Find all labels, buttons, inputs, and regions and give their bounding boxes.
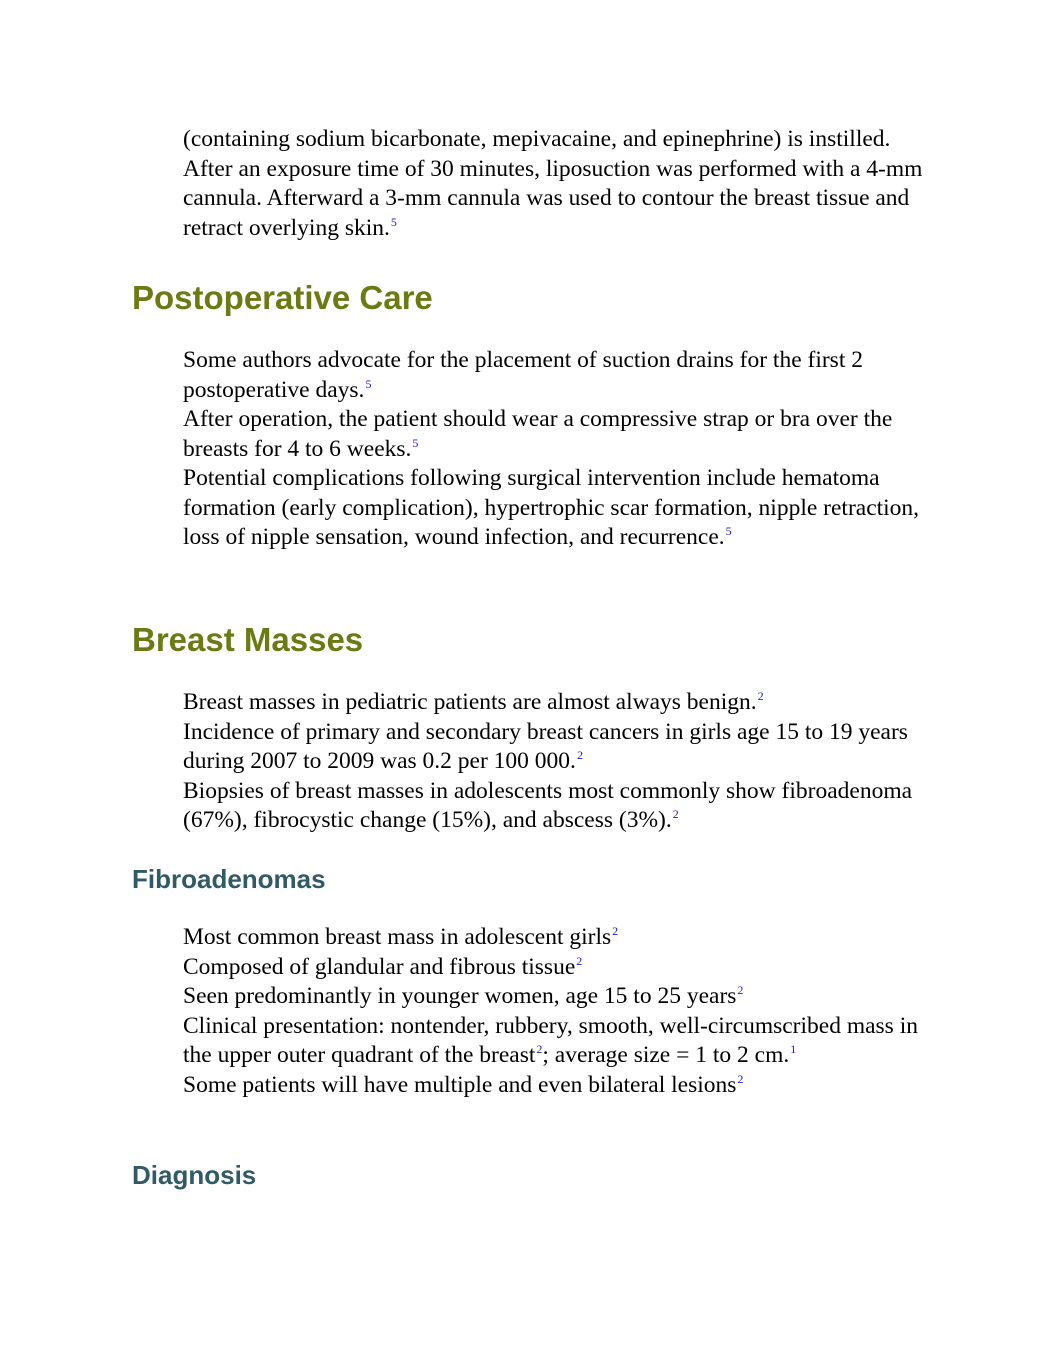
fibro-item: Some patients will have multiple and eve… [183, 1071, 744, 1098]
citation-ref[interactable]: 5 [365, 376, 372, 391]
postop-item: Some authors advocate for the placement … [183, 347, 863, 403]
citation-ref[interactable]: 2 [576, 748, 583, 762]
masses-list: Breast masses in pediatric patients are … [183, 688, 923, 836]
citation-ref[interactable]: 2 [757, 689, 764, 703]
fibro-item: Most common breast mass in adolescent gi… [183, 924, 619, 950]
fibro-item: Composed of glandular and fibrous tissue… [183, 953, 583, 980]
fibro-item: Seen predominantly in younger women, age… [183, 983, 744, 1009]
heading-diagnosis: Diagnosis [132, 1160, 257, 1190]
heading-postoperative-care: Postoperative Care [132, 279, 433, 316]
heading-fibroadenomas: Fibroadenomas [132, 864, 326, 894]
masses-item: Breast masses in pediatric patients are … [183, 689, 764, 715]
heading-breast-masses: Breast Masses [132, 621, 364, 658]
citation-ref[interactable]: 2 [737, 1071, 744, 1086]
citation-ref[interactable]: 2 [612, 924, 619, 938]
postop-item: Potential complications following surgic… [183, 465, 920, 550]
citation-ref[interactable]: 2 [576, 953, 583, 968]
postop-list: Some authors advocate for the placement … [183, 346, 923, 553]
citation-ref[interactable]: 5 [725, 524, 732, 538]
intro-text: (containing sodium bicarbonate, mepivaca… [183, 126, 923, 241]
intro-paragraph: (containing sodium bicarbonate, mepivaca… [183, 125, 923, 243]
citation-ref[interactable]: 2 [536, 1042, 543, 1056]
citation-ref[interactable]: 2 [672, 807, 679, 821]
postop-item: After operation, the patient should wear… [183, 406, 893, 462]
masses-item: Biopsies of breast masses in adolescents… [183, 777, 913, 834]
citation-ref[interactable]: 5 [390, 214, 397, 229]
citation-ref[interactable]: 2 [737, 983, 744, 997]
citation-ref[interactable]: 1 [790, 1042, 797, 1056]
citation-ref[interactable]: 5 [412, 435, 419, 450]
fibro-item: Clinical presentation: nontender, rubber… [183, 1012, 918, 1069]
masses-item: Incidence of primary and secondary breas… [183, 718, 908, 775]
fibro-list: Most common breast mass in adolescent gi… [183, 923, 923, 1100]
